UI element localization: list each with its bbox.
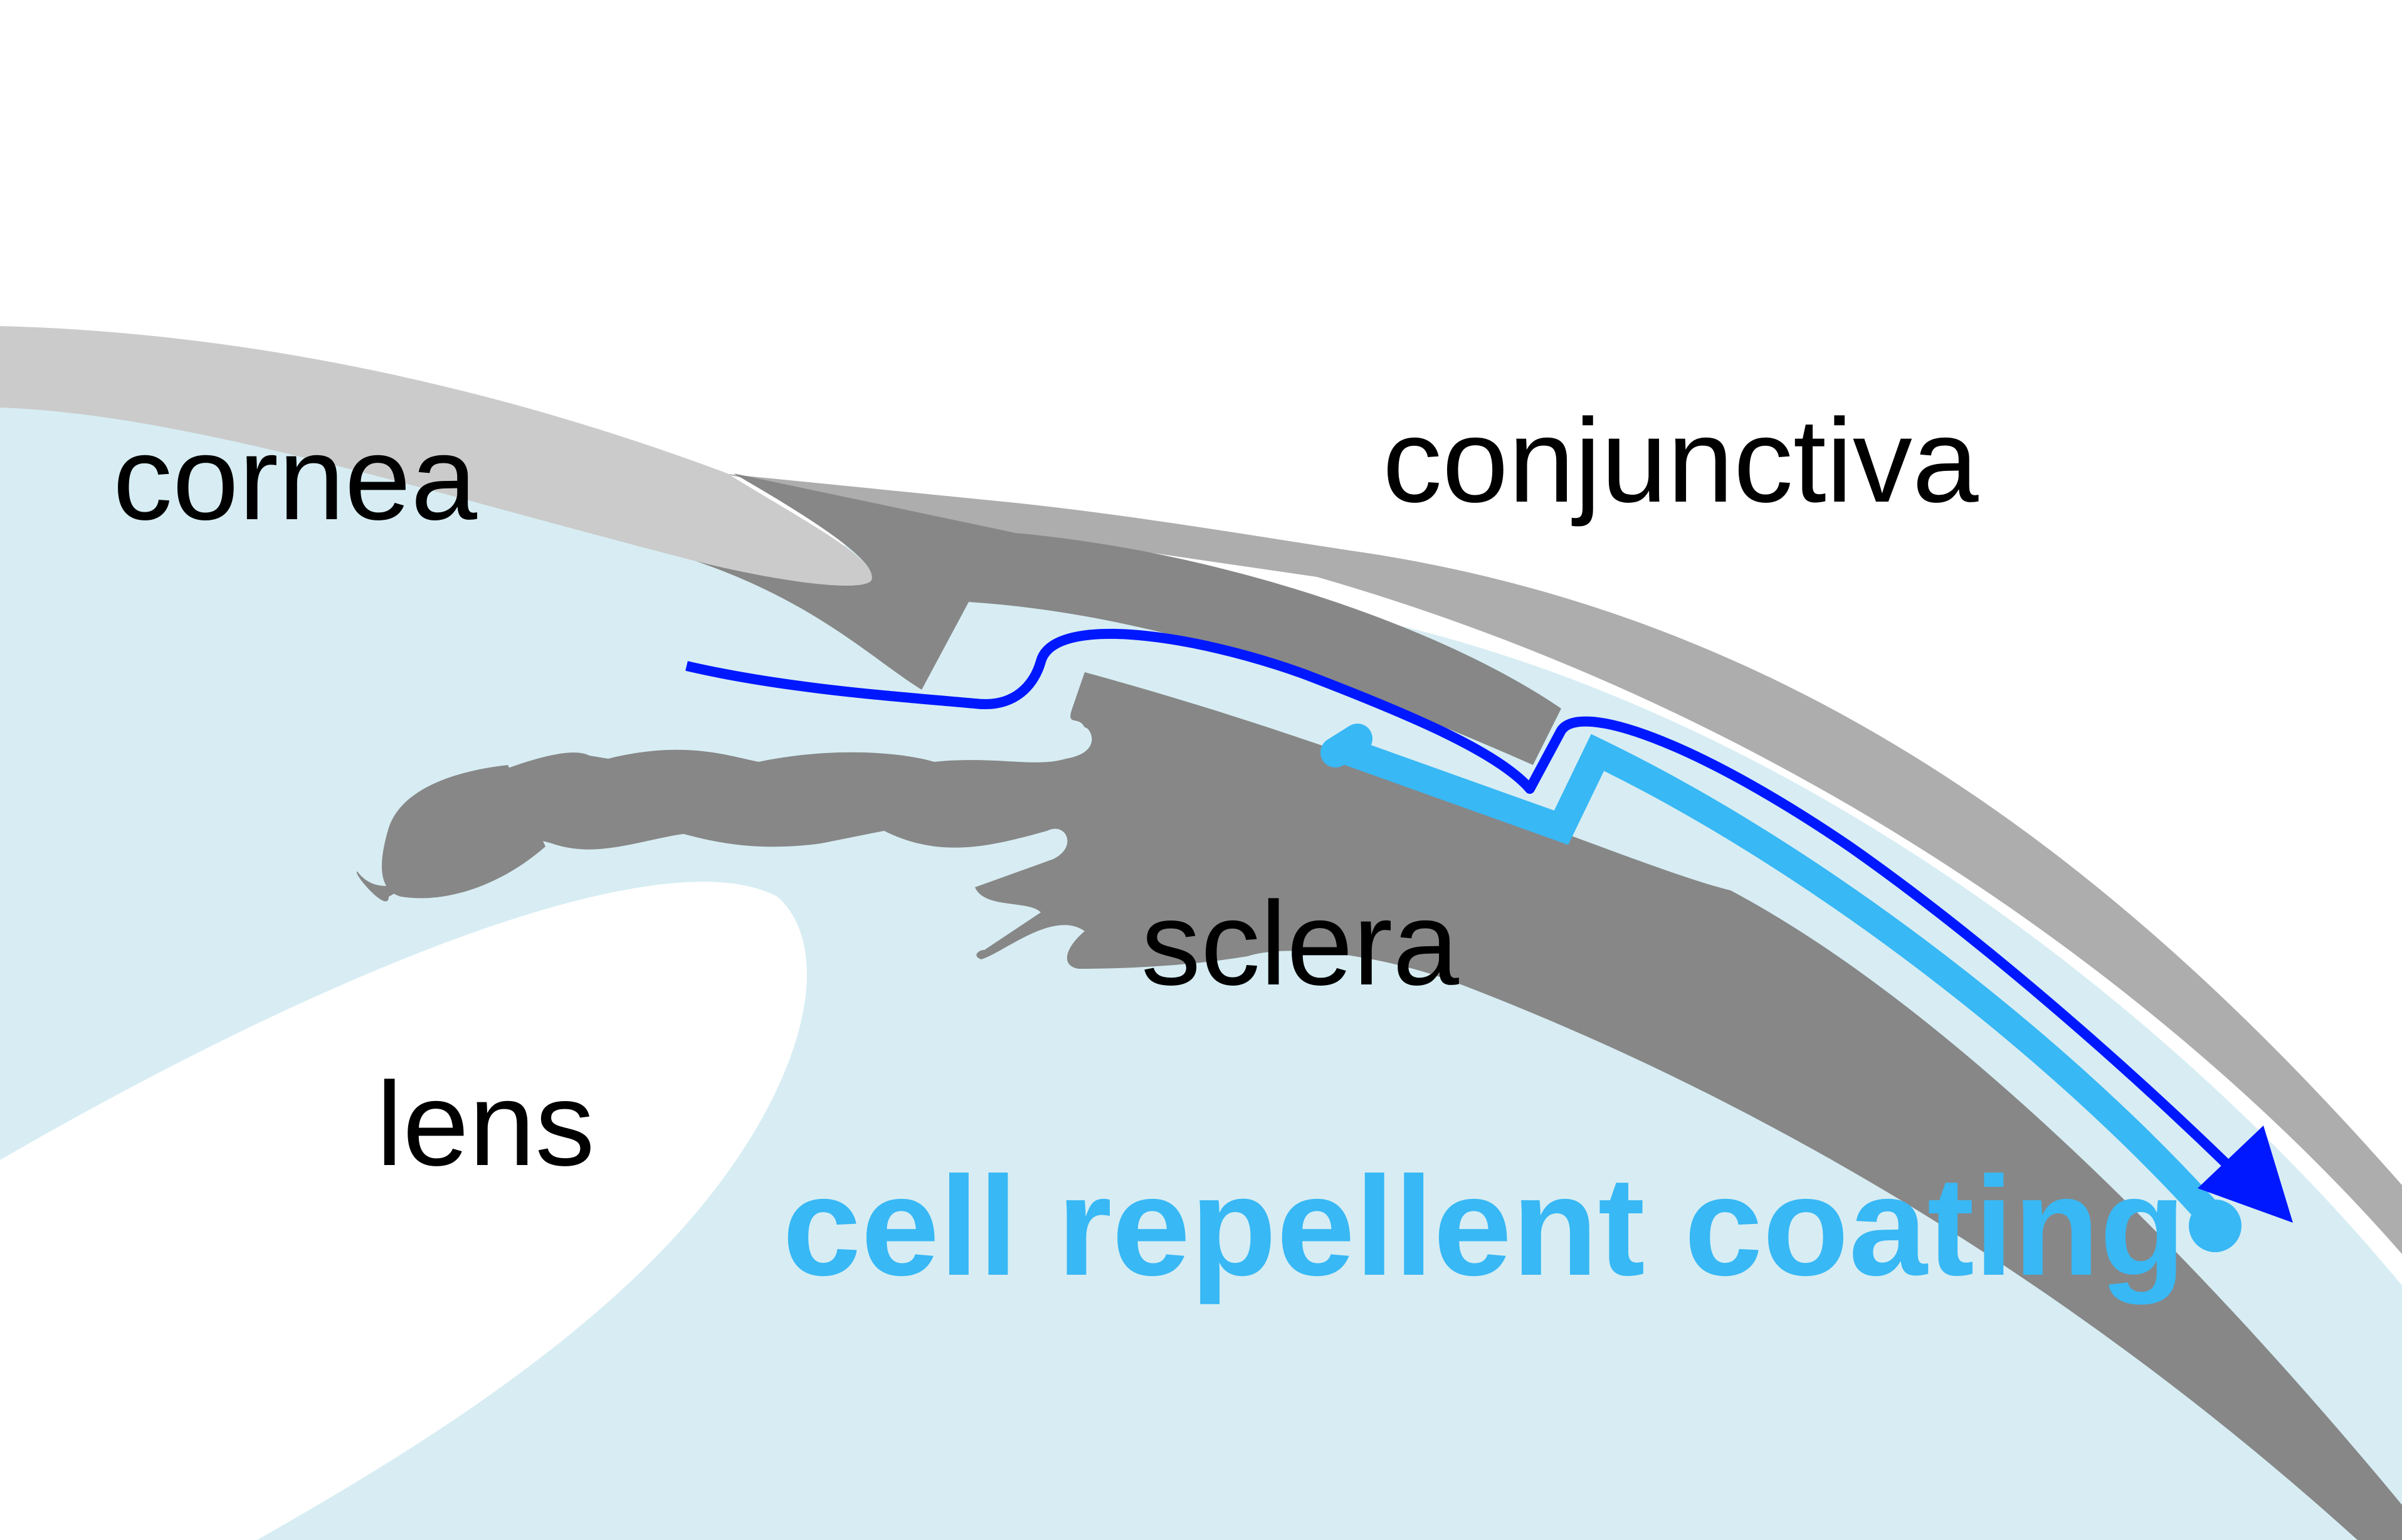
label-conjunctiva: conjunctiva	[1383, 394, 1979, 527]
sclera-flap	[696, 473, 1561, 765]
lens	[0, 882, 807, 1540]
drainage-shunt	[685, 628, 2233, 1170]
label-coating: cell repellent coating	[782, 1147, 2186, 1305]
conjunctiva	[721, 473, 2402, 1254]
cornea	[0, 326, 872, 586]
label-cornea: cornea	[113, 412, 477, 545]
arrowhead-icon	[2198, 1126, 2293, 1223]
iris-root	[381, 765, 545, 899]
coating-end-cap	[2189, 1200, 2241, 1252]
label-sclera: sclera	[1141, 877, 1459, 1010]
coating-left-end	[1320, 724, 1372, 767]
sclera-body	[356, 672, 2402, 1540]
label-lens: lens	[376, 1058, 595, 1191]
coating-layer	[1328, 734, 2236, 1243]
